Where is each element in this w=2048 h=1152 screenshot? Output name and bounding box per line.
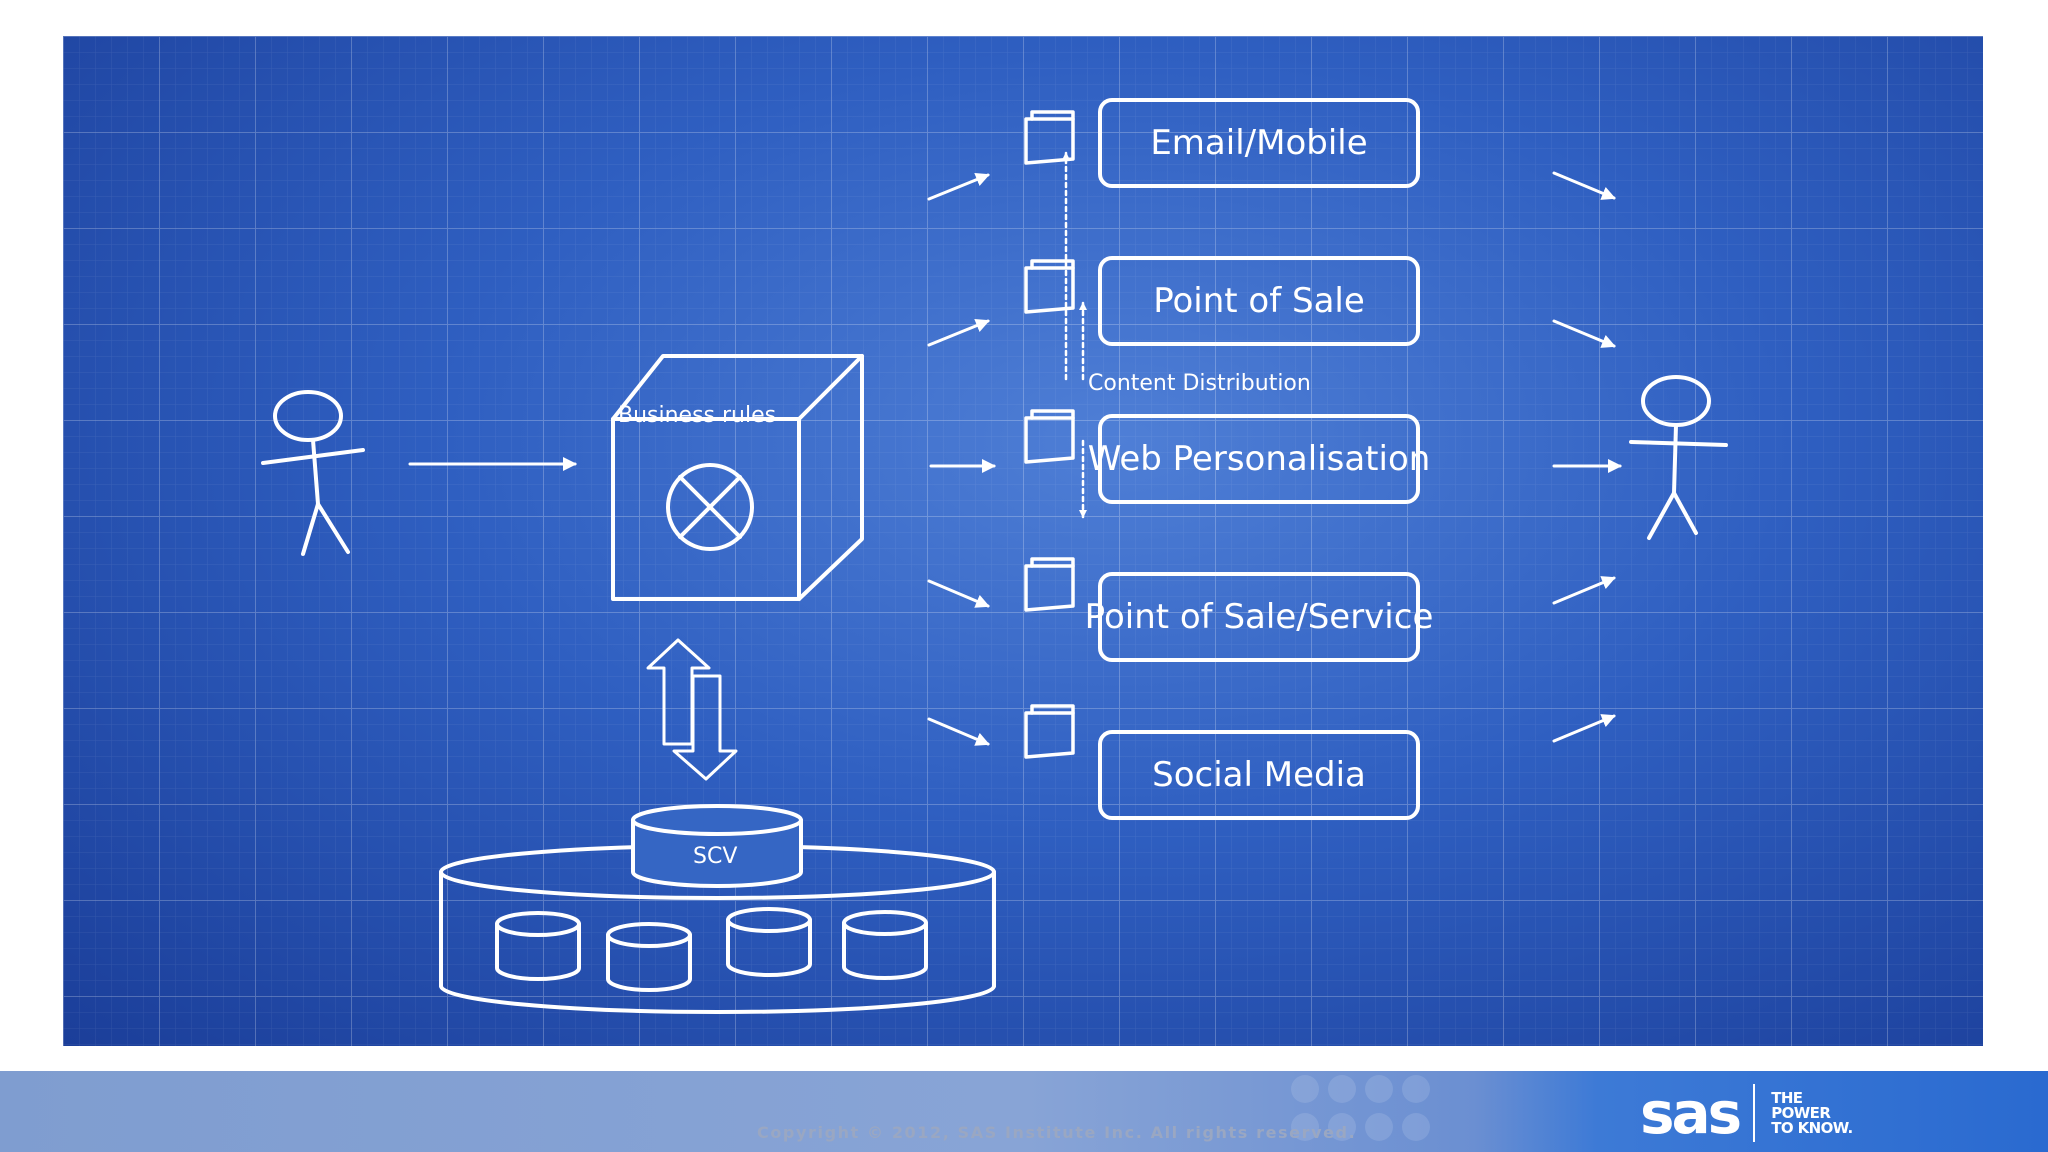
customer-stick-figure <box>261 390 365 556</box>
tagline-line: POWER <box>1771 1103 1831 1122</box>
data-exchange-arrows <box>646 638 738 781</box>
content-distribution-label: Content Distribution <box>1088 371 1311 396</box>
footer-band <box>0 1071 2048 1152</box>
grid-major <box>63 36 1983 1046</box>
sas-wordmark: sas <box>1640 1079 1742 1147</box>
channel-social-media: Social Media <box>1098 730 1420 820</box>
business-rules-label: Business rules <box>618 403 777 428</box>
content-document-icons <box>1024 110 1075 759</box>
channel-point-of-sale-service: Point of Sale/Service <box>1085 572 1433 662</box>
channel-label: Social Media <box>1152 755 1366 795</box>
channel-email-mobile: Email/Mobile <box>1098 98 1420 188</box>
channel-point-of-sale: Point of Sale <box>1098 256 1420 346</box>
blueprint-slide: Business rules SCV Content Distribution … <box>63 36 1983 1046</box>
channel-web-personalisation: Web Personalisation <box>1088 414 1430 504</box>
channel-label: Email/Mobile <box>1150 123 1368 163</box>
recipient-stick-figure <box>1629 375 1728 540</box>
scv-label: SCV <box>693 844 738 869</box>
outgoing-arrows <box>1552 171 1622 743</box>
channel-label: Web Personalisation <box>1087 439 1431 479</box>
copyright-notice: Copyright © 2012, SAS Institute Inc. All… <box>757 1123 1357 1142</box>
channel-label: Point of Sale <box>1153 281 1365 321</box>
sas-logo: sas THE POWER TO KNOW. <box>1640 1080 1925 1146</box>
tagline-line: TO KNOW. <box>1771 1118 1853 1137</box>
process-diagram <box>63 36 1983 1046</box>
sas-tagline: THE POWER TO KNOW. <box>1771 1088 1853 1137</box>
logo-divider <box>1753 1084 1756 1142</box>
channel-label: Point of Sale/Service <box>1084 597 1434 637</box>
business-rules-cube <box>611 354 864 601</box>
tagline-line: THE <box>1771 1088 1803 1107</box>
content-distribution-arrows <box>1062 151 1087 519</box>
footer-decoration <box>1291 1075 1430 1141</box>
scv-cylinder <box>631 804 803 888</box>
data-warehouse <box>439 844 996 1014</box>
incoming-arrows <box>927 173 996 746</box>
